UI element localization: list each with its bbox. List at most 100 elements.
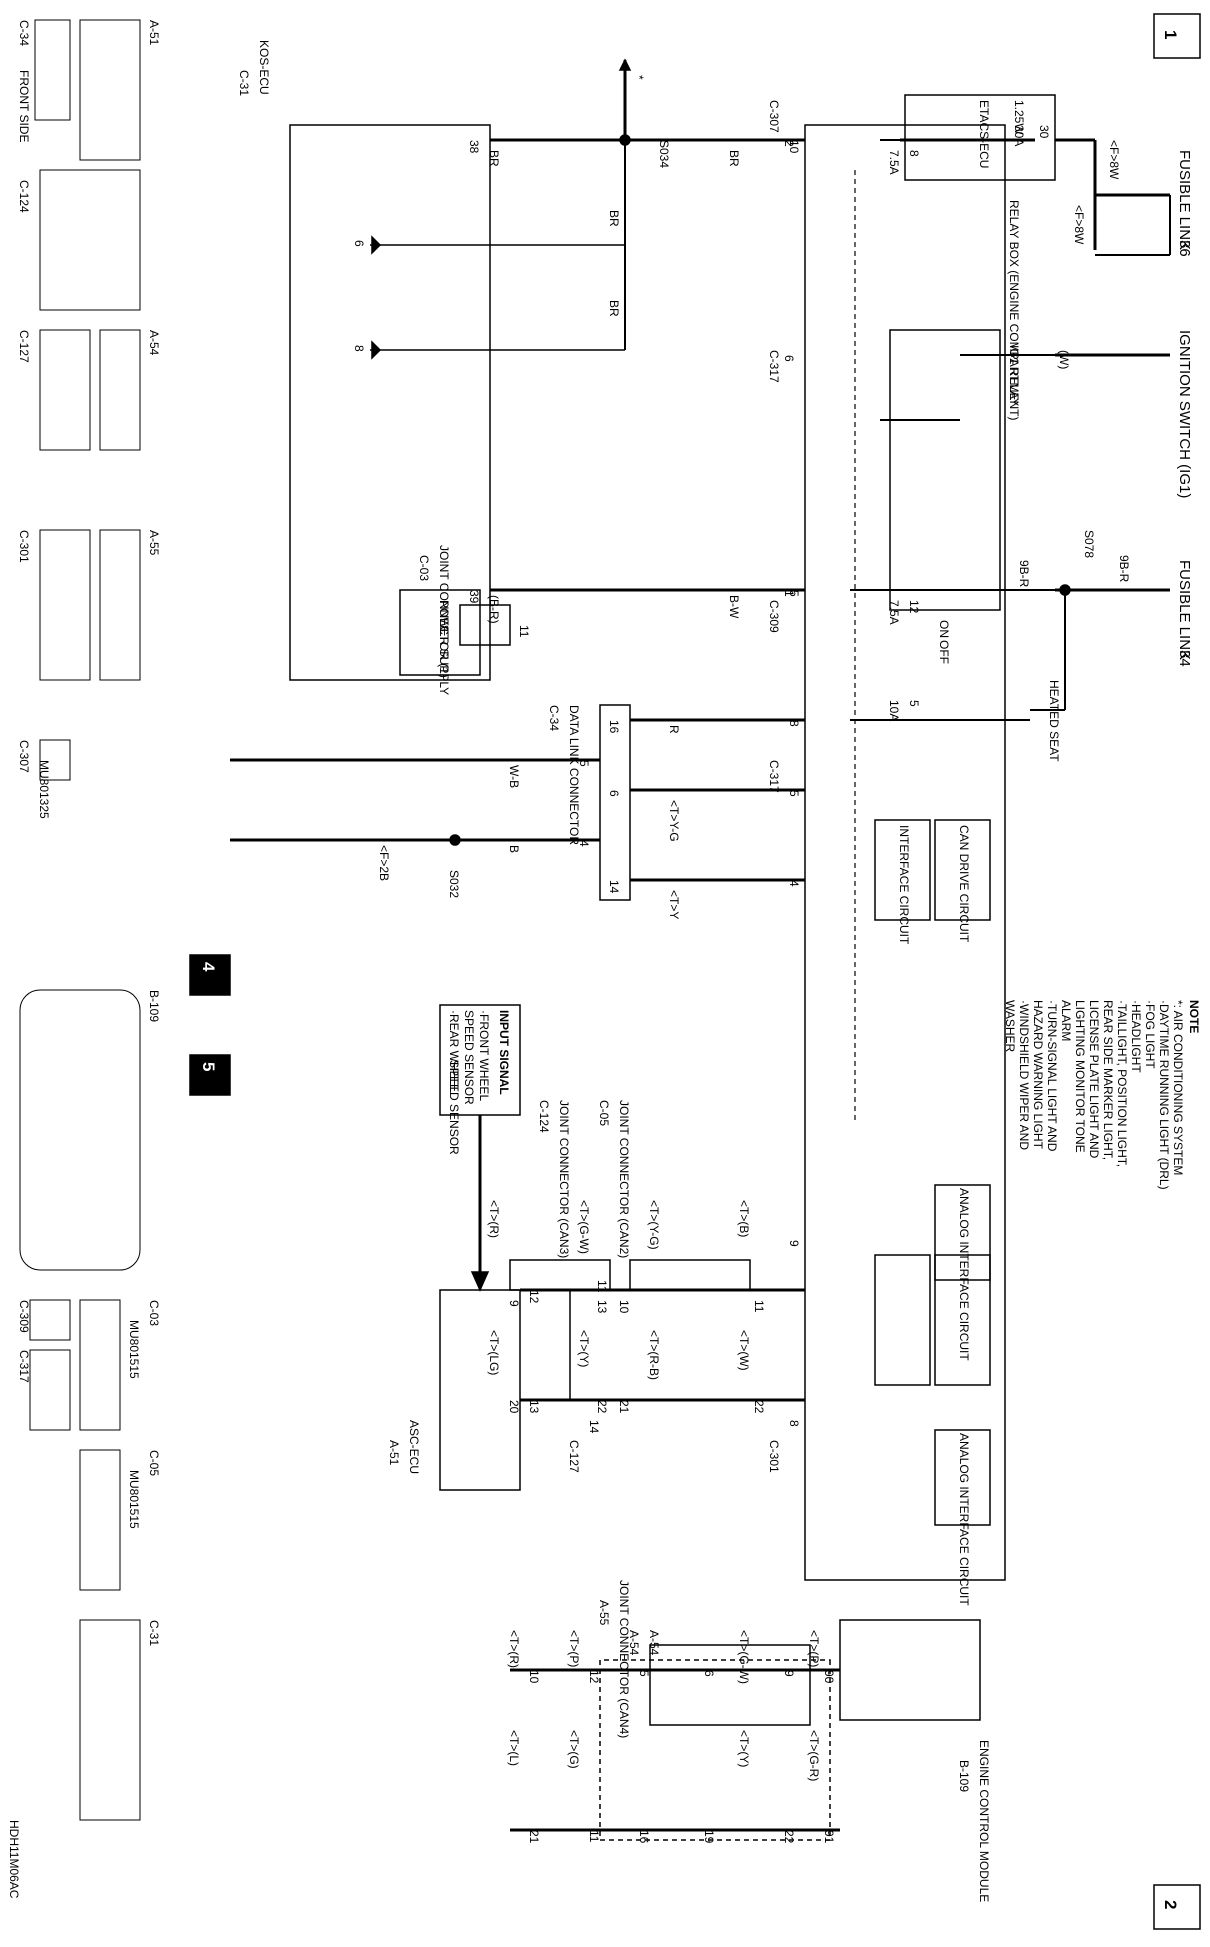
fusible-link-34-wire2: 9B-R	[1017, 560, 1031, 588]
etacs-fuse8-rating: 7.5A	[887, 150, 901, 175]
fusible-link-34-num: 34	[1176, 650, 1193, 667]
cv-c309: C-309	[17, 1300, 31, 1333]
pin-4b: 4	[577, 840, 591, 847]
kos-power-supply-box	[399, 589, 481, 676]
etacs-fuse5: 5	[907, 700, 921, 707]
cv-c301: C-301	[17, 530, 31, 563]
c317b-label: C-317	[767, 760, 781, 793]
cv-c34: C-34	[17, 20, 31, 46]
can2-tyg: <T>(Y-G)	[647, 1200, 661, 1250]
page-number-box-right	[1153, 1884, 1201, 1930]
pin-5c: 5	[577, 760, 591, 767]
joint-connector-can2	[629, 1259, 751, 1291]
ecm-label: ENGINE CONTROL MODULE	[977, 1740, 991, 1902]
can2-label: JOINT CONNECTOR (CAN2)	[617, 1100, 631, 1258]
fusible-link-36-label: FUSIBLE LINK	[1176, 150, 1193, 250]
can4-dashed-region	[599, 1659, 831, 1841]
can4-p22: 22	[782, 1830, 796, 1844]
kos-pin-38: 38	[467, 140, 481, 154]
analog1-label: ANALOG INTERFACE CIRCUIT	[957, 1188, 971, 1361]
ecm-box	[839, 1619, 981, 1721]
heated-seat-label: HEATED SEAT	[1047, 680, 1061, 762]
pin-16: 16	[607, 720, 621, 734]
can4-p16: 16	[637, 1830, 651, 1844]
fusible-link-36-wire1: <F>8W	[1107, 140, 1121, 180]
can2-tb: <T>(B)	[737, 1200, 751, 1237]
box-5	[189, 1054, 231, 1096]
joint-connector-can4	[649, 1644, 811, 1726]
note-item-7: LIGHTING MONITOR TONE	[1073, 1000, 1087, 1153]
ig1-relay-box	[889, 329, 1001, 611]
can4-p11: 11	[587, 1830, 601, 1843]
wire-b-w: B-W	[727, 595, 741, 619]
cv-mu801515b: MU801515	[127, 1470, 141, 1529]
splice-s032: S032	[447, 870, 461, 898]
wire-br-r: (B-R)	[487, 595, 501, 624]
splice-s078: S078	[1082, 530, 1096, 558]
ignition-switch-label: IGNITION SWITCH (IG1)	[1176, 330, 1193, 498]
can4-p91: 91	[822, 1830, 836, 1844]
can2-p21: 21	[617, 1400, 631, 1414]
cv-b109: B-109	[147, 990, 161, 1022]
note-item-9: ·TURN-SIGNAL LIGHT AND	[1045, 1000, 1059, 1152]
analog2-label: ANALOG INTERFACE CIRCUIT	[957, 1433, 971, 1606]
asc-pin-12: 12	[527, 1290, 541, 1304]
note-title: NOTE	[1187, 1000, 1201, 1033]
joint-connector-c03	[459, 604, 511, 646]
can3-tyy: <T>(Y)	[577, 1330, 591, 1367]
splice-s034: S034	[657, 140, 671, 168]
note-item-1: ·DAYTIME RUNNING LIGHT (DRL)	[1157, 1000, 1171, 1190]
data-link-connector-c34	[599, 704, 631, 901]
cv-c31-outline	[79, 1619, 141, 1821]
cv-c34-outline	[34, 19, 71, 121]
can2-p22: 22	[752, 1400, 766, 1414]
page-number-box-left	[1153, 13, 1201, 59]
kos-power-label: POWER SUPPLY	[437, 600, 451, 695]
fusible-link-34-label: FUSIBLE LINK	[1176, 560, 1193, 660]
can4-tp2: <T>(P)	[567, 1630, 581, 1667]
ecm-conn: B-109	[957, 1760, 971, 1792]
wire-f2b: <F>2B	[377, 845, 391, 881]
cv-front-side: FRONT SIDE	[17, 70, 31, 142]
cv-c03: C-03	[147, 1300, 161, 1326]
wire-b: B	[507, 845, 521, 853]
wire-br-3: BR	[607, 210, 621, 227]
asc-conn: A-51	[387, 1440, 401, 1466]
cv-c317: C-317	[17, 1350, 31, 1383]
pin-6: 6	[782, 355, 796, 362]
asc-label: ASC-ECU	[407, 1420, 421, 1474]
note-item-10: HAZARD WARNING LIGHT	[1031, 1000, 1045, 1150]
joint-c03-label: JOINT CONNECTOR (1)	[437, 545, 451, 678]
joint-c03-conn: C-03	[417, 555, 431, 581]
cv-c317-outline	[29, 1349, 71, 1431]
wire-br-2: BR	[727, 150, 741, 167]
wire-w-b: W-B	[507, 765, 521, 788]
box-4-label: 4	[199, 962, 218, 972]
dlc-conn: C-34	[547, 705, 561, 731]
cv-a51: A-51	[147, 20, 161, 46]
can2-tw: <T>(W)	[737, 1330, 751, 1371]
can2-p8: 8	[787, 1420, 801, 1427]
can-drive-circuit-2	[934, 1254, 991, 1386]
arrow-6: 6	[352, 240, 366, 247]
can4-tgw: <T>(G-W)	[737, 1630, 751, 1684]
note-item-6: LICENSE PLATE LIGHT AND	[1087, 1000, 1101, 1159]
relay-box-label: RELAY BOX (ENGINE COMPARTMENT)	[1007, 200, 1021, 420]
cv-a55-outline	[99, 529, 141, 681]
can3-label: JOINT CONNECTOR (CAN3)	[557, 1100, 571, 1258]
cv-a54: A-54	[147, 330, 161, 356]
cv-c307: C-307	[17, 740, 31, 773]
kos-ecu-box	[289, 124, 491, 681]
can4-p10: 10	[527, 1670, 541, 1684]
can-drive-label: CAN DRIVE CIRCUIT	[957, 825, 971, 943]
box-4	[189, 954, 231, 996]
can4-tg: <T>(G)	[567, 1730, 581, 1769]
dlc-label: DATA LINK CONNECTOR	[567, 705, 581, 845]
asc-input-item-3: SPEED SENSOR	[447, 1060, 461, 1155]
interface-circuit-2	[874, 1254, 931, 1386]
can3-p13: 13	[595, 1300, 609, 1314]
can4-tr: <T>(R)	[507, 1630, 521, 1668]
can2-c127: C-127	[567, 1440, 581, 1473]
